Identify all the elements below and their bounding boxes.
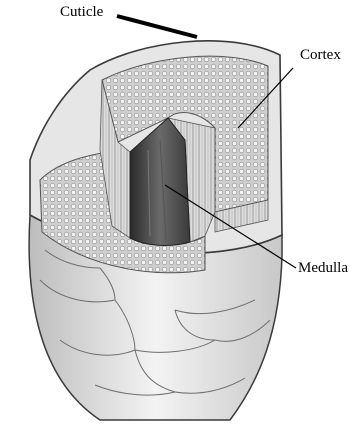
cuticle-label: Cuticle bbox=[60, 5, 103, 20]
cortex-label: Cortex bbox=[300, 48, 341, 63]
medulla-label: Medulla bbox=[298, 261, 348, 276]
cuticle-leader-line bbox=[117, 16, 197, 37]
